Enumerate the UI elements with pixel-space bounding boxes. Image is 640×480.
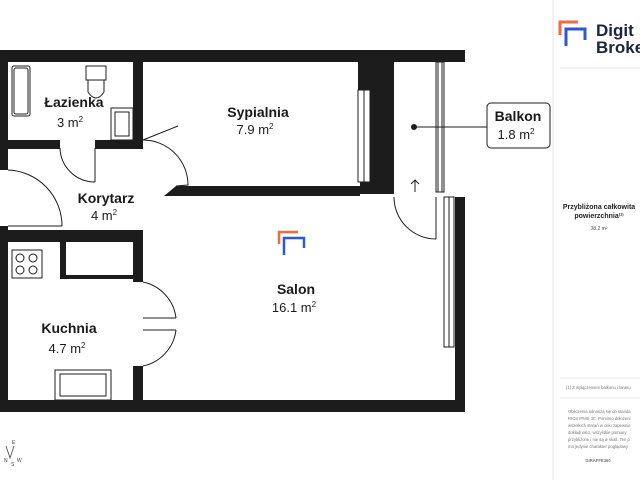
wall-bottom: [0, 400, 455, 412]
room-area-lazienka: 3 m2: [57, 115, 84, 130]
room-area-korytarz: 4 m2: [91, 208, 118, 223]
disclaimer-line-3: wszelkich starań w celu zapewnie: [568, 423, 631, 428]
wall-bedroom-bottom: [164, 186, 360, 196]
wall-top: [0, 50, 465, 62]
credit-logo: GIRAFFE360: [585, 458, 611, 463]
balcony-name: Balkon: [495, 108, 542, 124]
total-area-label-2: powierzchnia(1): [574, 212, 624, 221]
wall-top-right: [360, 50, 395, 62]
compass-s: S: [11, 462, 15, 468]
room-area-salon: 16.1 m2: [272, 300, 317, 315]
brand-logo-blue-icon: [564, 27, 587, 46]
washbasin: [110, 107, 134, 141]
brand-logo-orange-icon: [558, 20, 578, 35]
disclaimer-line-6: ma jedynie charakter poglądowy: [568, 444, 629, 449]
balcony-area: 1.8 m2: [498, 127, 536, 142]
brand-name-line1: Digit: [596, 21, 634, 40]
kitchen-counter: [54, 369, 112, 401]
room-area-kuchnia: 4.7 m2: [49, 341, 87, 356]
bedroom-door-swing: [142, 139, 189, 187]
wall-left-upper: [0, 50, 8, 170]
wall-bath-bottom: [0, 140, 60, 149]
brand-watermark: [277, 230, 306, 255]
room-name-sypialnia: Sypialnia: [227, 104, 289, 120]
brand-logo: Digit Broke: [558, 20, 640, 57]
room-name-korytarz: Korytarz: [78, 190, 135, 206]
compass-w: W: [17, 458, 22, 464]
disclaimer-line-4: dokładności, wszystkie pomiary: [568, 430, 627, 435]
wall-left-lower: [0, 226, 8, 412]
walls: [0, 50, 465, 412]
footnote: (1) Z wyłączeniem balkonu i tarasu: [566, 385, 631, 390]
wall-right-lower: [455, 197, 465, 412]
balcony-callout-box: [486, 102, 551, 149]
toilet-bowl: [87, 80, 105, 99]
bath-shower: [11, 65, 31, 117]
room-name-kuchnia: Kuchnia: [41, 320, 96, 336]
total-area-label-1: Przybliżona całkowita: [563, 204, 635, 211]
stove: [11, 249, 43, 279]
kitchen-door-upper-swing: [142, 281, 177, 319]
compass-arrow-icon: [5, 445, 15, 460]
compass-n: N: [4, 458, 8, 464]
bathroom-door-swing: [59, 147, 96, 183]
total-area-value: 38.2 m²: [591, 226, 608, 232]
disclaimer-line-2: RICS IPMS 3C. Pomimo dołożeni: [568, 416, 630, 421]
wall-kitchen-top: [8, 230, 143, 242]
wall-kitchen-right-lower: [133, 366, 143, 412]
fixtures: [11, 61, 455, 401]
compass: E N S W: [4, 440, 22, 468]
wall-bath-right: [133, 62, 143, 140]
brand-name-line2: Broke: [596, 38, 640, 57]
toilet-tank: [85, 65, 107, 81]
room-area-sypialnia: 7.9 m2: [237, 122, 275, 137]
disclaimer-line-5: przybliżone i nie są w skali. Ten p: [568, 437, 631, 442]
doors: [7, 125, 437, 367]
room-name-salon: Salon: [277, 281, 315, 297]
kitchen-door-lower-swing: [142, 329, 177, 367]
entry-door-swing: [7, 169, 63, 227]
room-name-lazienka: Łazienka: [44, 94, 103, 110]
wall-balcony-left: [383, 62, 394, 194]
disclaimer-line-1: Obliczenia odnoszą się do standa: [568, 409, 631, 414]
wall-bath-bottom-right: [95, 140, 143, 149]
balcony-door-swing: [393, 196, 437, 240]
wall-kitchen-right-upper: [133, 242, 143, 282]
compass-e: E: [12, 440, 16, 446]
